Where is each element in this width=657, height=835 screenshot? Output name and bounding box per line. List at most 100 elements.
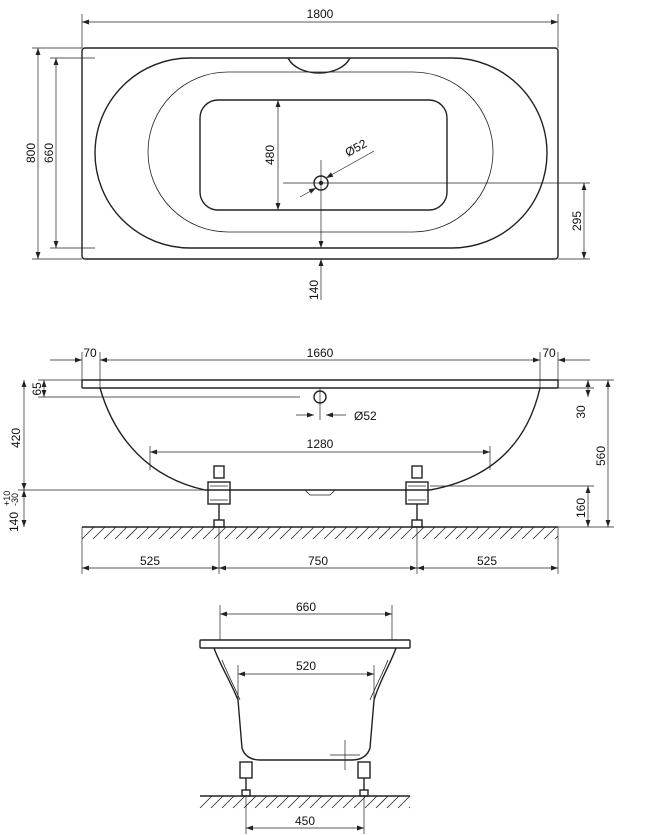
floor-hatch-line <box>477 526 491 540</box>
floor-hatch-line <box>158 526 172 540</box>
floor-hatch-line <box>320 795 334 809</box>
floor-hatch-line <box>499 526 513 540</box>
dim-480-label: 480 <box>263 145 277 165</box>
floor-hatch-line <box>554 535 559 540</box>
end-view-inner-wall <box>221 659 389 701</box>
floor-hatch-line <box>298 795 312 809</box>
floor-hatch-line <box>466 526 480 540</box>
floor-hatch-line <box>224 526 238 540</box>
floor-hatch-line <box>334 526 348 540</box>
right-leg <box>405 465 429 528</box>
overflow-arc <box>287 57 351 74</box>
floor-hatch-line <box>287 795 301 809</box>
floor-hatch-line <box>276 795 290 809</box>
side-view-tub-body <box>99 387 541 491</box>
floor-hatch-line <box>202 526 216 540</box>
floor-hatch-line <box>279 526 293 540</box>
floor-hatch-line <box>411 526 425 540</box>
dim-1280-label: 1280 <box>307 437 334 451</box>
floor-hatch-line <box>521 526 535 540</box>
floor-hatch-line <box>114 526 128 540</box>
floor-hatch-line <box>408 806 411 809</box>
left-leg <box>207 465 231 528</box>
end-view: 660 520 450 <box>199 600 411 834</box>
floor-hatch-line <box>422 526 436 540</box>
dim-295-label: 295 <box>570 211 584 231</box>
floor-hatch-line <box>246 526 260 540</box>
floor-hatch-line <box>386 795 400 809</box>
floor-hatch-line <box>444 526 458 540</box>
floor-hatch-line <box>92 526 106 540</box>
side-view-floor-hatch <box>81 526 559 540</box>
floor-hatch-line <box>375 795 389 809</box>
dim-1660-label: 1660 <box>307 346 334 360</box>
floor-hatch-line <box>356 526 370 540</box>
dim-750-label: 750 <box>308 554 328 568</box>
floor-hatch-line <box>312 526 326 540</box>
dim-525-left-label: 525 <box>140 554 160 568</box>
end-view-right-leg <box>357 761 371 797</box>
floor-hatch-line <box>199 795 213 809</box>
dim-1800-label: 1800 <box>307 7 334 21</box>
dim-140-label: 140 <box>307 280 321 300</box>
dim-end-520-label: 520 <box>296 659 316 673</box>
floor-hatch-line <box>169 526 183 540</box>
dim-800-label: 800 <box>24 143 38 163</box>
end-view-floor-hatch <box>199 795 411 809</box>
end-view-rim <box>199 639 411 649</box>
floor-hatch-line <box>235 526 249 540</box>
floor-hatch-line <box>433 526 447 540</box>
floor-hatch-line <box>345 526 359 540</box>
dim-30-label: 30 <box>574 405 588 419</box>
floor-hatch-line <box>136 526 150 540</box>
floor-hatch-line <box>210 795 224 809</box>
floor-hatch-line <box>323 526 337 540</box>
top-view-basin <box>199 99 448 211</box>
side-view: 70 1660 70 65 Ø52 30 1280 420 140 +10 -3… <box>2 346 614 574</box>
dim-70-left-label: 70 <box>83 346 97 360</box>
top-view: 1800 800 660 480 Ø52 295 140 <box>24 7 590 300</box>
floor-hatch-line <box>543 526 557 540</box>
floor-hatch-line <box>221 795 235 809</box>
dim-65-label: 65 <box>30 382 44 396</box>
top-view-outer-rim <box>81 47 559 260</box>
floor-hatch-line <box>364 795 378 809</box>
floor-hatch-line <box>268 526 282 540</box>
floor-hatch-line <box>367 526 381 540</box>
floor-hatch-line <box>532 526 546 540</box>
floor-hatch-line <box>342 795 356 809</box>
floor-hatch-line <box>265 795 279 809</box>
dim-side-diameter-label: Ø52 <box>354 409 377 423</box>
floor-hatch-line <box>389 526 403 540</box>
floor-hatch-line <box>488 526 502 540</box>
dim-diameter-leader <box>325 150 375 179</box>
floor-hatch-line <box>397 795 411 809</box>
floor-hatch-line <box>331 795 345 809</box>
floor-hatch-line <box>125 526 139 540</box>
floor-hatch-line <box>147 526 161 540</box>
floor-hatch-line <box>510 526 524 540</box>
floor-hatch-line <box>301 526 315 540</box>
dim-end-660-label: 660 <box>296 600 316 614</box>
dim-diameter-leader-2 <box>299 187 317 198</box>
end-view-tub-body <box>213 647 397 761</box>
floor-hatch-line <box>103 526 117 540</box>
floor-hatch-line <box>257 526 271 540</box>
dim-160-label: 160 <box>574 498 588 518</box>
floor-hatch-line <box>191 526 205 540</box>
dim-525-right-label: 525 <box>477 554 497 568</box>
floor-hatch-line <box>309 795 323 809</box>
floor-hatch-line <box>81 526 95 540</box>
dim-660-label: 660 <box>42 143 56 163</box>
floor-hatch-line <box>290 526 304 540</box>
dim-end-450-label: 450 <box>295 814 315 828</box>
floor-hatch-line <box>232 795 246 809</box>
end-view-left-leg <box>239 761 253 797</box>
floor-hatch-line <box>254 795 268 809</box>
top-view-mid-outline <box>147 71 494 233</box>
side-view-drain-bump <box>304 489 336 496</box>
dim-70-right-label: 70 <box>542 346 556 360</box>
dim-leg-tol-plus-label: +10 <box>2 491 12 506</box>
dim-leg-height-label: 140 <box>7 512 21 532</box>
